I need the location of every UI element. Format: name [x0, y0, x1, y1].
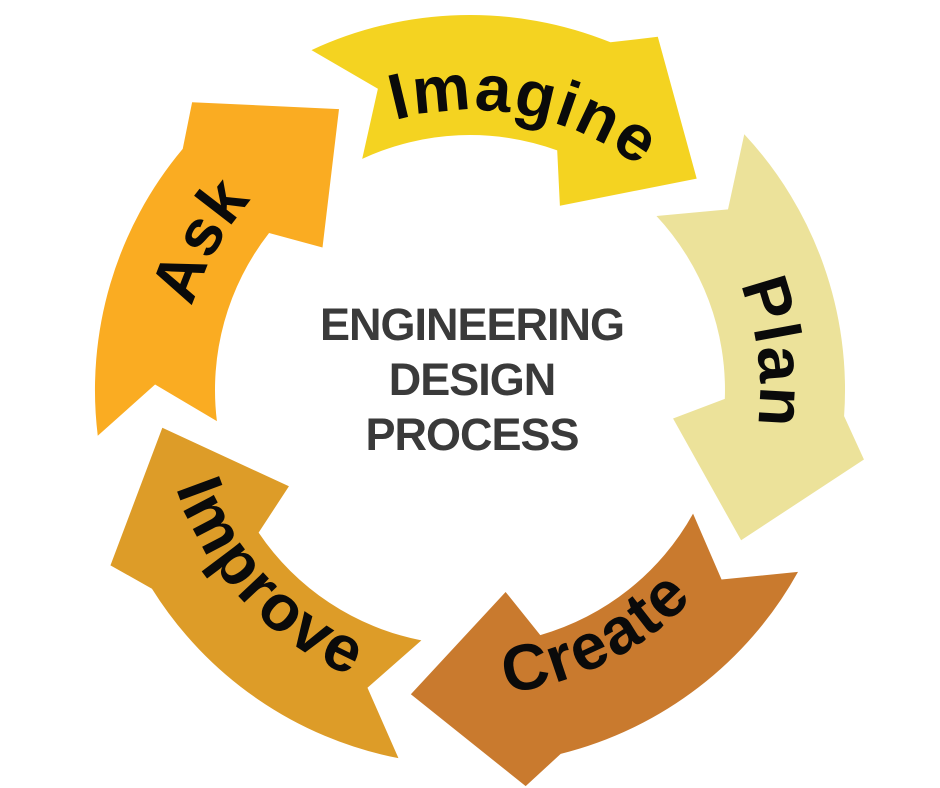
center-title-line-2: DESIGN	[389, 354, 556, 405]
center-title-line-3: PROCESS	[365, 409, 578, 460]
center-title: ENGINEERING DESIGN PROCESS	[320, 299, 625, 460]
center-title-line-1: ENGINEERING	[320, 299, 624, 350]
